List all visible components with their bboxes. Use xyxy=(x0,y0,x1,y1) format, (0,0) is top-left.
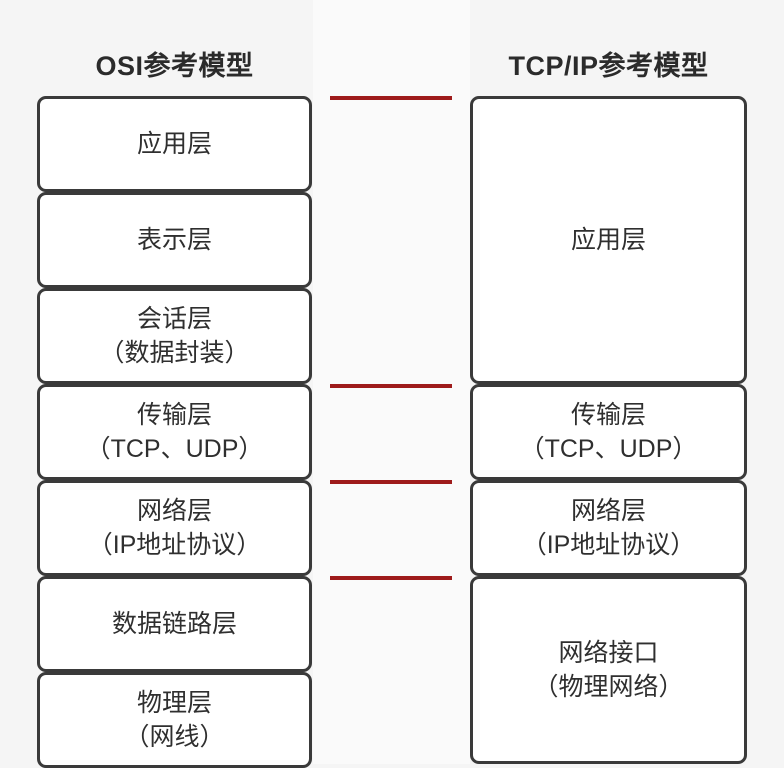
osi-layer-network[interactable]: 网络层 （IP地址协议） xyxy=(37,480,312,576)
osi-layer-data-link[interactable]: 数据链路层 xyxy=(37,576,312,672)
layer-name: 应用层 xyxy=(136,130,212,158)
layer-name: 传输层 xyxy=(136,401,212,429)
layer-name: 网络层 xyxy=(136,497,212,525)
layer-name: 数据链路层 xyxy=(111,610,237,638)
layer-detail: （网线） xyxy=(124,723,225,751)
layer-detail: （IP地址协议） xyxy=(521,531,696,559)
layer-detail: （IP地址协议） xyxy=(87,531,262,559)
osi-layer-session[interactable]: 会话层 （数据封装） xyxy=(37,288,312,384)
layer-name: 传输层 xyxy=(570,401,646,429)
osi-column-title: OSI参考模型 xyxy=(95,51,254,81)
osi-layer-transport[interactable]: 传输层 （TCP、UDP） xyxy=(37,384,312,480)
osi-layer-presentation[interactable]: 表示层 xyxy=(37,192,312,288)
tcpip-layer-transport[interactable]: 传输层 （TCP、UDP） xyxy=(470,384,747,480)
layer-detail: （物理网络） xyxy=(533,673,684,701)
layer-name: 会话层 xyxy=(136,305,212,333)
layer-name: 物理层 xyxy=(136,689,212,717)
connector-line-network xyxy=(330,480,452,484)
tcpip-column-title: TCP/IP参考模型 xyxy=(508,51,709,81)
layer-name: 网络接口 xyxy=(558,639,659,667)
connector-line-top xyxy=(330,96,452,100)
layer-detail: （TCP、UDP） xyxy=(85,435,264,463)
layer-name: 网络层 xyxy=(570,497,646,525)
layer-name: 应用层 xyxy=(570,226,646,254)
tcpip-layer-stack: 应用层 传输层 （TCP、UDP） 网络层 （IP地址协议） 网络接口 （物理网… xyxy=(470,96,747,764)
center-gutter xyxy=(313,0,470,764)
osi-layer-stack: 应用层 表示层 会话层 （数据封装） 传输层 （TCP、UDP） 网络层 （IP… xyxy=(37,96,312,768)
connector-line-transport xyxy=(330,384,452,388)
tcpip-layer-network-interface[interactable]: 网络接口 （物理网络） xyxy=(470,576,747,764)
connector-line-link xyxy=(330,576,452,580)
tcpip-layer-internet[interactable]: 网络层 （IP地址协议） xyxy=(470,480,747,576)
tcpip-layer-application[interactable]: 应用层 xyxy=(470,96,747,384)
layer-detail: （TCP、UDP） xyxy=(519,435,698,463)
layer-name: 表示层 xyxy=(136,226,212,254)
layer-detail: （数据封装） xyxy=(99,339,250,367)
osi-layer-application[interactable]: 应用层 xyxy=(37,96,312,192)
osi-layer-physical[interactable]: 物理层 （网线） xyxy=(37,672,312,768)
